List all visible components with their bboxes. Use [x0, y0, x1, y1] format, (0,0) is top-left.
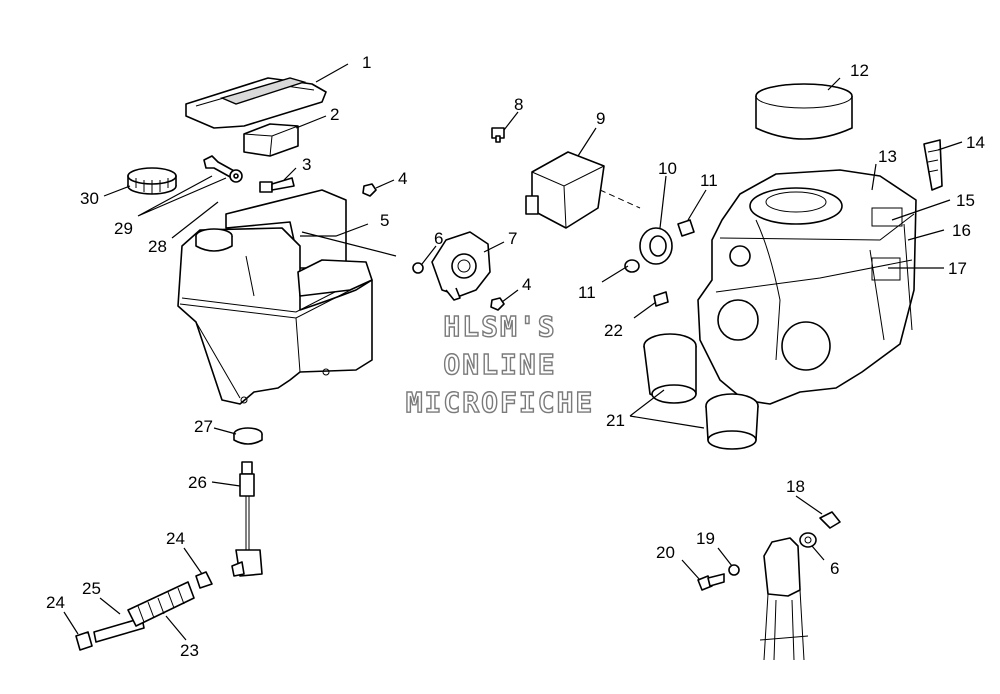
callout-1: 1 — [362, 53, 371, 72]
callout-9: 9 — [596, 109, 605, 128]
watermark: HLSM'S ONLINE MICROFICHE — [405, 309, 595, 419]
callout-4-lower: 4 — [522, 275, 531, 294]
callout-13: 13 — [878, 147, 897, 166]
part-8-bolt[interactable] — [491, 127, 505, 143]
part-19-washer[interactable] — [728, 564, 740, 576]
callout-22: 22 — [604, 321, 623, 340]
callout-24-left: 24 — [46, 593, 65, 612]
part-24-cap-left[interactable] — [75, 631, 93, 651]
part-4-nut-upper[interactable] — [362, 183, 377, 197]
part-21-boot-lower[interactable] — [705, 393, 759, 450]
part-25-hose[interactable] — [93, 617, 145, 643]
frame-bracket-assembly — [759, 537, 809, 661]
part-18-bolt[interactable] — [819, 511, 841, 529]
part-11-grommet-lower[interactable] — [624, 259, 640, 273]
part-6-washer-lower[interactable] — [799, 532, 817, 548]
callout-29: 29 — [114, 219, 133, 238]
part-22-clip[interactable] — [653, 291, 669, 307]
callout-5: 5 — [380, 211, 389, 230]
callout-10: 10 — [658, 159, 677, 178]
callout-19: 19 — [696, 529, 715, 548]
callout-30: 30 — [80, 189, 99, 208]
callout-17: 17 — [948, 259, 967, 278]
part-11-grommet-upper[interactable] — [677, 219, 695, 237]
part-21-boot-upper[interactable] — [643, 333, 697, 404]
callout-11-lower: 11 — [578, 283, 596, 302]
part-28-washer[interactable] — [229, 169, 243, 183]
part-3-bolt[interactable] — [259, 177, 295, 193]
callout-14: 14 — [966, 133, 985, 152]
callout-23: 23 — [180, 641, 199, 660]
callout-26: 26 — [188, 473, 207, 492]
part-26-level-sender[interactable] — [231, 461, 263, 577]
callout-3: 3 — [302, 155, 311, 174]
part-2-foam-block[interactable] — [243, 123, 299, 157]
callout-20: 20 — [656, 543, 675, 562]
callout-21: 21 — [606, 411, 625, 430]
callout-2: 2 — [330, 105, 339, 124]
callout-15: 15 — [956, 191, 975, 210]
callout-8: 8 — [514, 95, 523, 114]
part-16-seal-strip[interactable] — [903, 223, 913, 331]
part-24-cap-right[interactable] — [195, 571, 213, 589]
part-6-washer-mid[interactable] — [412, 262, 424, 274]
callout-27: 27 — [194, 417, 213, 436]
callout-7: 7 — [508, 229, 517, 248]
part-23-strainer[interactable] — [127, 581, 195, 627]
part-17-label — [871, 257, 901, 281]
watermark-line-1: HLSM'S — [443, 310, 556, 343]
part-27-grommet[interactable] — [233, 427, 263, 445]
part-20-bolt[interactable] — [697, 573, 725, 591]
part-4-nut-lower[interactable] — [490, 297, 505, 311]
callout-6-mid: 6 — [434, 229, 443, 248]
part-9-cdi-module[interactable] — [525, 151, 641, 229]
part-1-tank-cover[interactable] — [185, 77, 327, 129]
watermark-line-2: ONLINE — [443, 348, 556, 381]
callout-24-right: 24 — [166, 529, 185, 548]
callout-4-upper: 4 — [398, 169, 407, 188]
part-12-filter-element[interactable] — [755, 83, 853, 140]
callout-11-upper: 11 — [700, 171, 718, 190]
part-13-airbox[interactable] — [697, 169, 917, 405]
callout-12: 12 — [850, 61, 869, 80]
callout-25: 25 — [82, 579, 101, 598]
part-14-clip[interactable] — [923, 139, 943, 191]
part-30-fill-cap[interactable] — [127, 167, 177, 195]
part-5-oil-tank[interactable] — [177, 189, 373, 405]
callout-18: 18 — [786, 477, 805, 496]
part-7-oil-pump[interactable] — [431, 231, 491, 301]
callout-16: 16 — [952, 221, 971, 240]
callout-6-lower: 6 — [830, 559, 839, 578]
part-10-seal[interactable] — [639, 227, 673, 265]
callout-numbers: 1 2 3 4 5 6 7 4 8 9 10 11 11 12 13 14 15… — [46, 53, 985, 660]
watermark-line-3: MICROFICHE — [406, 386, 595, 419]
leader-lines — [63, 63, 963, 641]
callout-28: 28 — [148, 237, 167, 256]
